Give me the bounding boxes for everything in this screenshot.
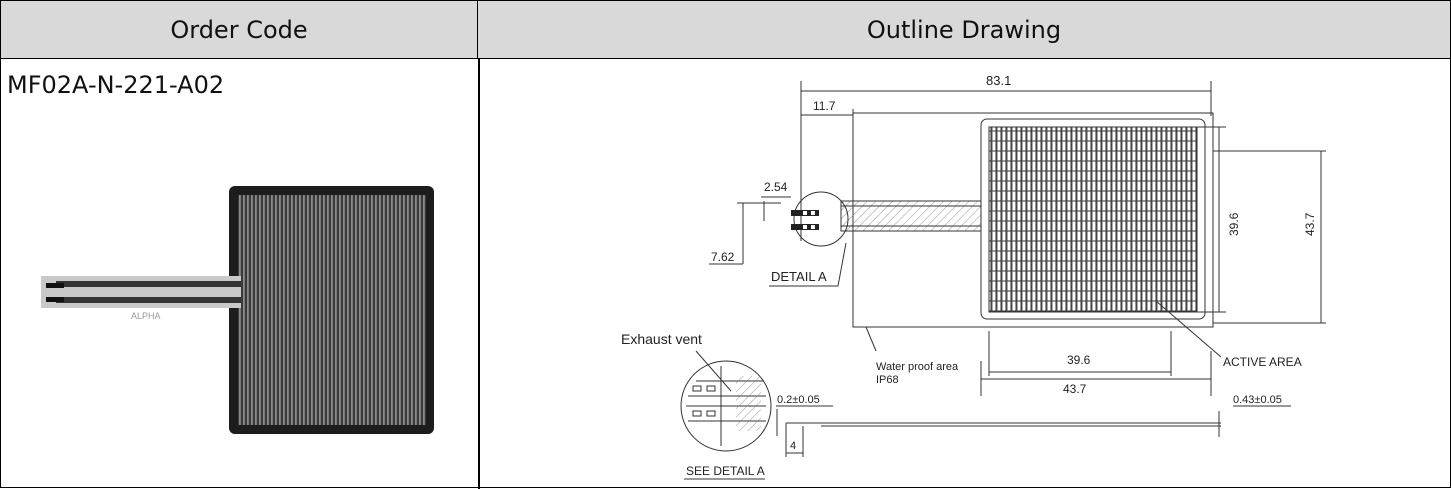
column-divider xyxy=(478,59,480,489)
header-order-code: Order Code xyxy=(1,1,478,59)
dim-active-width: 39.6 xyxy=(1067,353,1091,367)
exhaust-vent-label: Exhaust vent xyxy=(621,331,702,347)
dim-active-height: 39.6 xyxy=(1227,212,1241,236)
sensor-tail xyxy=(41,276,241,308)
dim-thickness-sensor: 0.43±0.05 xyxy=(1233,394,1282,406)
ip-rating-label: IP68 xyxy=(876,374,899,386)
dim-step: 4 xyxy=(790,440,796,452)
detail-a-label: DETAIL A xyxy=(771,269,827,284)
waterproof-label: Water proof area xyxy=(876,361,959,373)
dim-total-height: 43.7 xyxy=(1303,212,1317,236)
dim-pin-span: 7.62 xyxy=(711,250,735,264)
dim-tail-offset: 11.7 xyxy=(813,99,836,113)
see-detail-circle xyxy=(680,360,772,452)
header-outline-drawing: Outline Drawing xyxy=(478,1,1450,59)
outline-drawing: 83.1 11.7 2.54 7.62 DETAIL A xyxy=(621,73,1326,480)
dim-pin-pitch: 2.54 xyxy=(764,180,788,194)
active-area-label: ACTIVE AREA xyxy=(1223,355,1302,369)
sensor-brand-label: ALPHA xyxy=(131,311,161,321)
dim-total-width: 43.7 xyxy=(1063,382,1087,396)
dim-overall-length: 83.1 xyxy=(986,73,1011,88)
see-detail-label: SEE DETAIL A xyxy=(686,464,765,478)
dim-thickness-tail: 0.2±0.05 xyxy=(777,394,820,406)
sensor-photo: ALPHA xyxy=(41,186,434,434)
order-code-value: MF02A-N-221-A02 xyxy=(7,71,225,99)
outline-active-area xyxy=(988,126,1198,313)
sensor-active-grid xyxy=(238,195,426,425)
